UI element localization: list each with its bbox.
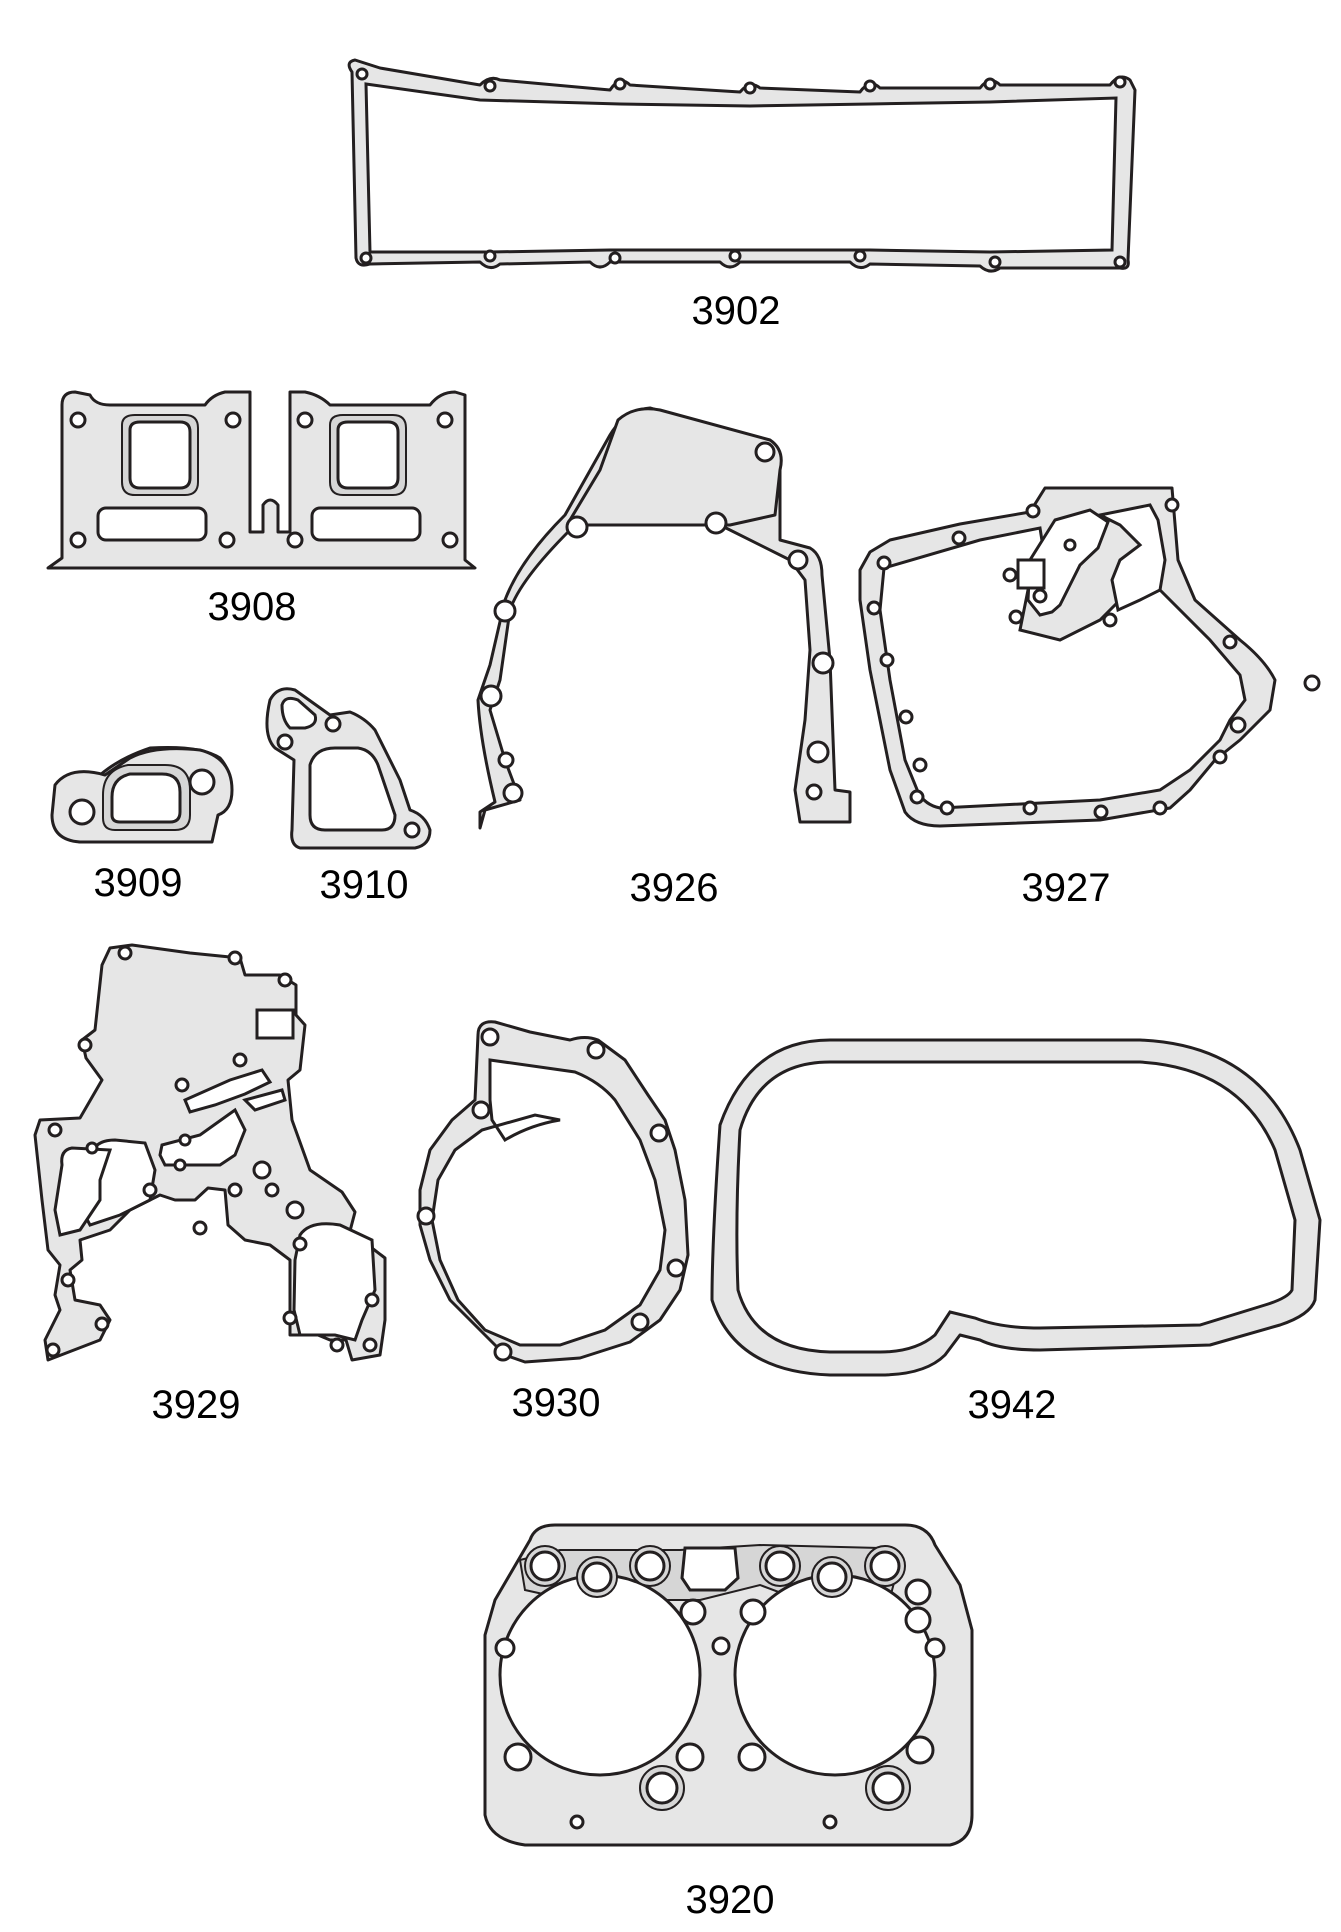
part-label-3908: 3908 [208,585,297,629]
part-label-3926: 3926 [630,866,719,910]
gasket-3909 [50,745,234,844]
gasket-3929 [33,943,387,1362]
part-label-3929: 3929 [152,1383,241,1427]
part-label-3920: 3920 [686,1878,775,1922]
gasket-3930 [416,1020,690,1364]
gasket-3926 [476,406,852,830]
gasket-3927 [858,486,1321,828]
part-label-3902: 3902 [692,289,781,333]
gasket-3920 [483,1523,974,1847]
gasket-3908 [46,390,477,570]
gasket-3910 [265,687,432,850]
part-label-3930: 3930 [512,1381,601,1425]
gasket-3942 [710,1038,1322,1377]
part-label-3909: 3909 [94,861,183,905]
part-label-3910: 3910 [320,863,409,907]
part-label-3927: 3927 [1022,866,1111,910]
part-label-3942: 3942 [968,1383,1057,1427]
gasket-3902 [347,58,1137,273]
